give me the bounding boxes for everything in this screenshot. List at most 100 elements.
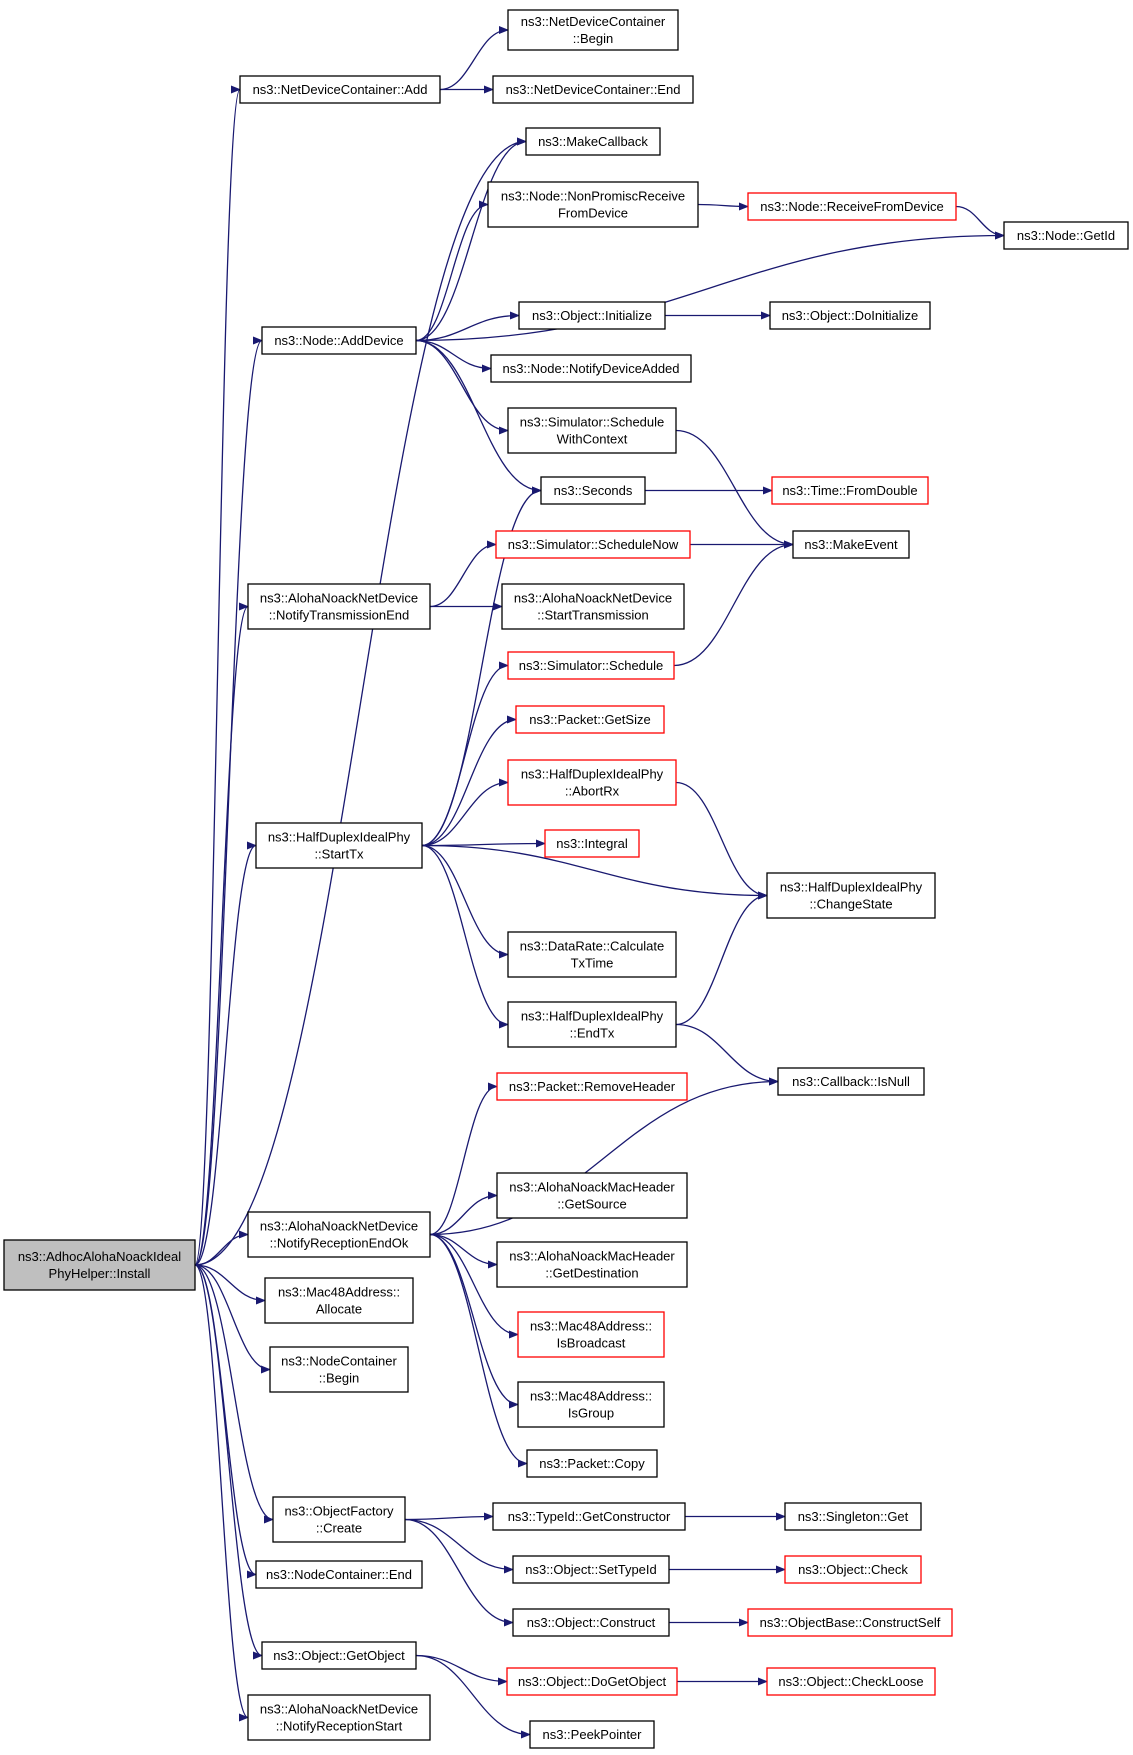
node-box <box>766 1667 936 1696</box>
node-obj_check[interactable]: ns3::Object::Check <box>784 1555 922 1584</box>
node-label: PhyHelper::Install <box>49 1266 151 1281</box>
nodes: ns3::AdhocAlohaNoackIdealPhyHelper::Inst… <box>3 9 1129 1749</box>
edge-adddevice-to-getid <box>415 231 1005 342</box>
node-box <box>512 1555 670 1584</box>
node-isbroadcast[interactable]: ns3::Mac48Address::IsBroadcast <box>517 1311 665 1358</box>
node-box <box>507 651 675 680</box>
node-label: ns3::AdhocAlohaNoackIdeal <box>18 1249 181 1264</box>
node-mac_alloc[interactable]: ns3::Mac48Address::Allocate <box>264 1277 414 1324</box>
edge-adddevice-to-schedctx <box>415 339 509 435</box>
node-seconds[interactable]: ns3::Seconds <box>540 476 646 505</box>
node-isgroup[interactable]: ns3::Mac48Address::IsGroup <box>517 1381 665 1428</box>
node-obj_init[interactable]: ns3::Object::Initialize <box>518 301 666 330</box>
edge-starttx-to-abortrx <box>421 778 509 847</box>
node-getdest[interactable]: ns3::AlohaNoackMacHeader::GetDestination <box>496 1241 688 1288</box>
node-label: ns3::HalfDuplexIdealPhy <box>521 767 664 782</box>
node-label: ns3::Packet::Copy <box>539 1456 645 1471</box>
node-box <box>507 1001 677 1048</box>
node-integral[interactable]: ns3::Integral <box>544 829 640 858</box>
node-label: ns3::Simulator::ScheduleNow <box>508 537 679 552</box>
edge-adddevice-to-nonpromisc <box>415 200 489 342</box>
node-notifyadded[interactable]: ns3::Node::NotifyDeviceAdded <box>490 354 692 383</box>
node-nc_begin[interactable]: ns3::NodeContainer::Begin <box>269 1346 409 1393</box>
node-changestate[interactable]: ns3::HalfDuplexIdealPhy::ChangeState <box>766 872 936 919</box>
edge-root-to-makecallback <box>194 137 527 1266</box>
node-ndc_begin[interactable]: ns3::NetDeviceContainer::Begin <box>507 9 679 51</box>
node-label: ns3::Node::NonPromiscReceive <box>501 189 685 204</box>
node-box <box>490 354 692 383</box>
node-label: ns3::Node::GetId <box>1017 228 1115 243</box>
node-getsize[interactable]: ns3::Packet::GetSize <box>515 705 665 734</box>
node-label: ns3::Callback::IsNull <box>792 1074 910 1089</box>
node-nc_end[interactable]: ns3::NodeContainer::End <box>255 1560 423 1589</box>
node-receivefrom[interactable]: ns3::Node::ReceiveFromDevice <box>747 192 957 221</box>
node-getctor[interactable]: ns3::TypeId::GetConstructor <box>492 1502 686 1531</box>
node-getid[interactable]: ns3::Node::GetId <box>1003 221 1129 250</box>
node-makecallback[interactable]: ns3::MakeCallback <box>525 127 661 156</box>
node-box <box>496 1172 688 1219</box>
node-ndc_add[interactable]: ns3::NetDeviceContainer::Add <box>239 75 441 104</box>
node-root[interactable]: ns3::AdhocAlohaNoackIdealPhyHelper::Inst… <box>3 1239 196 1291</box>
node-adddevice[interactable]: ns3::Node::AddDevice <box>261 326 417 355</box>
node-box <box>544 829 640 858</box>
node-notifyrxstart[interactable]: ns3::AlohaNoackNetDevice::NotifyReceptio… <box>247 1694 431 1741</box>
node-label: ns3::MakeCallback <box>538 134 648 149</box>
node-label: ns3::NodeContainer <box>281 1354 397 1369</box>
node-box <box>496 1072 688 1101</box>
node-label: ns3::Object::SetTypeId <box>525 1562 657 1577</box>
node-pkt_copy[interactable]: ns3::Packet::Copy <box>526 1449 658 1478</box>
node-obj_construct[interactable]: ns3::Object::Construct <box>512 1608 670 1637</box>
edge-starttx-to-getsize <box>421 715 517 847</box>
node-notifyrxok[interactable]: ns3::AlohaNoackNetDevice::NotifyReceptio… <box>247 1211 431 1258</box>
node-checkloose[interactable]: ns3::Object::CheckLoose <box>766 1667 936 1696</box>
node-singleton[interactable]: ns3::Singleton::Get <box>784 1502 922 1531</box>
node-label: FromDevice <box>558 206 628 221</box>
node-removeheader[interactable]: ns3::Packet::RemoveHeader <box>496 1072 688 1101</box>
node-peekpointer[interactable]: ns3::PeekPointer <box>529 1720 655 1749</box>
node-label: ns3::Simulator::Schedule <box>519 658 664 673</box>
node-ndc_end[interactable]: ns3::NetDeviceContainer::End <box>492 75 694 104</box>
node-box <box>269 1346 409 1393</box>
node-label: ns3::Object::Initialize <box>532 308 652 323</box>
node-starttx[interactable]: ns3::HalfDuplexIdealPhy::StartTx <box>255 822 423 869</box>
node-notifytxend[interactable]: ns3::AlohaNoackNetDevice::NotifyTransmis… <box>247 583 431 630</box>
edge-of_create-to-getctor <box>404 1512 494 1521</box>
node-box <box>501 583 685 630</box>
node-starttx_dev[interactable]: ns3::AlohaNoackNetDevice::StartTransmiss… <box>501 583 685 630</box>
node-abortrx[interactable]: ns3::HalfDuplexIdealPhy::AbortRx <box>507 759 677 806</box>
edge-root-to-notifyrxok <box>194 1230 249 1266</box>
node-getobject[interactable]: ns3::Object::GetObject <box>261 1641 417 1670</box>
node-label: ns3::Simulator::Schedule <box>520 415 665 430</box>
edge-nonpromisc-to-receivefrom <box>697 202 749 211</box>
node-dogetobject[interactable]: ns3::Object::DoGetObject <box>506 1667 678 1696</box>
node-label: ns3::Mac48Address:: <box>530 1389 652 1404</box>
node-label: ns3::NetDeviceContainer::End <box>506 82 681 97</box>
edge-getobject-to-peekpointer <box>415 1654 531 1739</box>
node-constructself[interactable]: ns3::ObjectBase::ConstructSelf <box>747 1608 953 1637</box>
edge-schedule-to-makeevent <box>673 540 794 667</box>
node-getsource[interactable]: ns3::AlohaNoackMacHeader::GetSource <box>496 1172 688 1219</box>
node-settypeid[interactable]: ns3::Object::SetTypeId <box>512 1555 670 1584</box>
node-label: ns3::Node::NotifyDeviceAdded <box>502 361 679 376</box>
node-label: ::EndTx <box>570 1026 615 1041</box>
node-of_create[interactable]: ns3::ObjectFactory::Create <box>272 1496 406 1543</box>
edges <box>194 26 1005 1739</box>
node-endtx[interactable]: ns3::HalfDuplexIdealPhy::EndTx <box>507 1001 677 1048</box>
node-makeevent[interactable]: ns3::MakeEvent <box>792 530 910 559</box>
node-label: ns3::HalfDuplexIdealPhy <box>268 830 411 845</box>
edge-of_create-to-settypeid <box>404 1518 514 1574</box>
node-isnull[interactable]: ns3::Callback::IsNull <box>777 1067 925 1096</box>
node-schedule[interactable]: ns3::Simulator::Schedule <box>507 651 675 680</box>
node-obj_doinit[interactable]: ns3::Object::DoInitialize <box>769 301 931 330</box>
node-fromdouble[interactable]: ns3::Time::FromDouble <box>771 476 929 505</box>
node-label: ns3::TypeId::GetConstructor <box>508 1509 671 1524</box>
edge-root-to-of_create <box>194 1264 274 1524</box>
edge-starttx-to-changestate <box>421 844 768 900</box>
node-box <box>255 1560 423 1589</box>
node-schednow[interactable]: ns3::Simulator::ScheduleNow <box>495 530 691 559</box>
node-label: ns3::AlohaNoackMacHeader <box>509 1249 675 1264</box>
